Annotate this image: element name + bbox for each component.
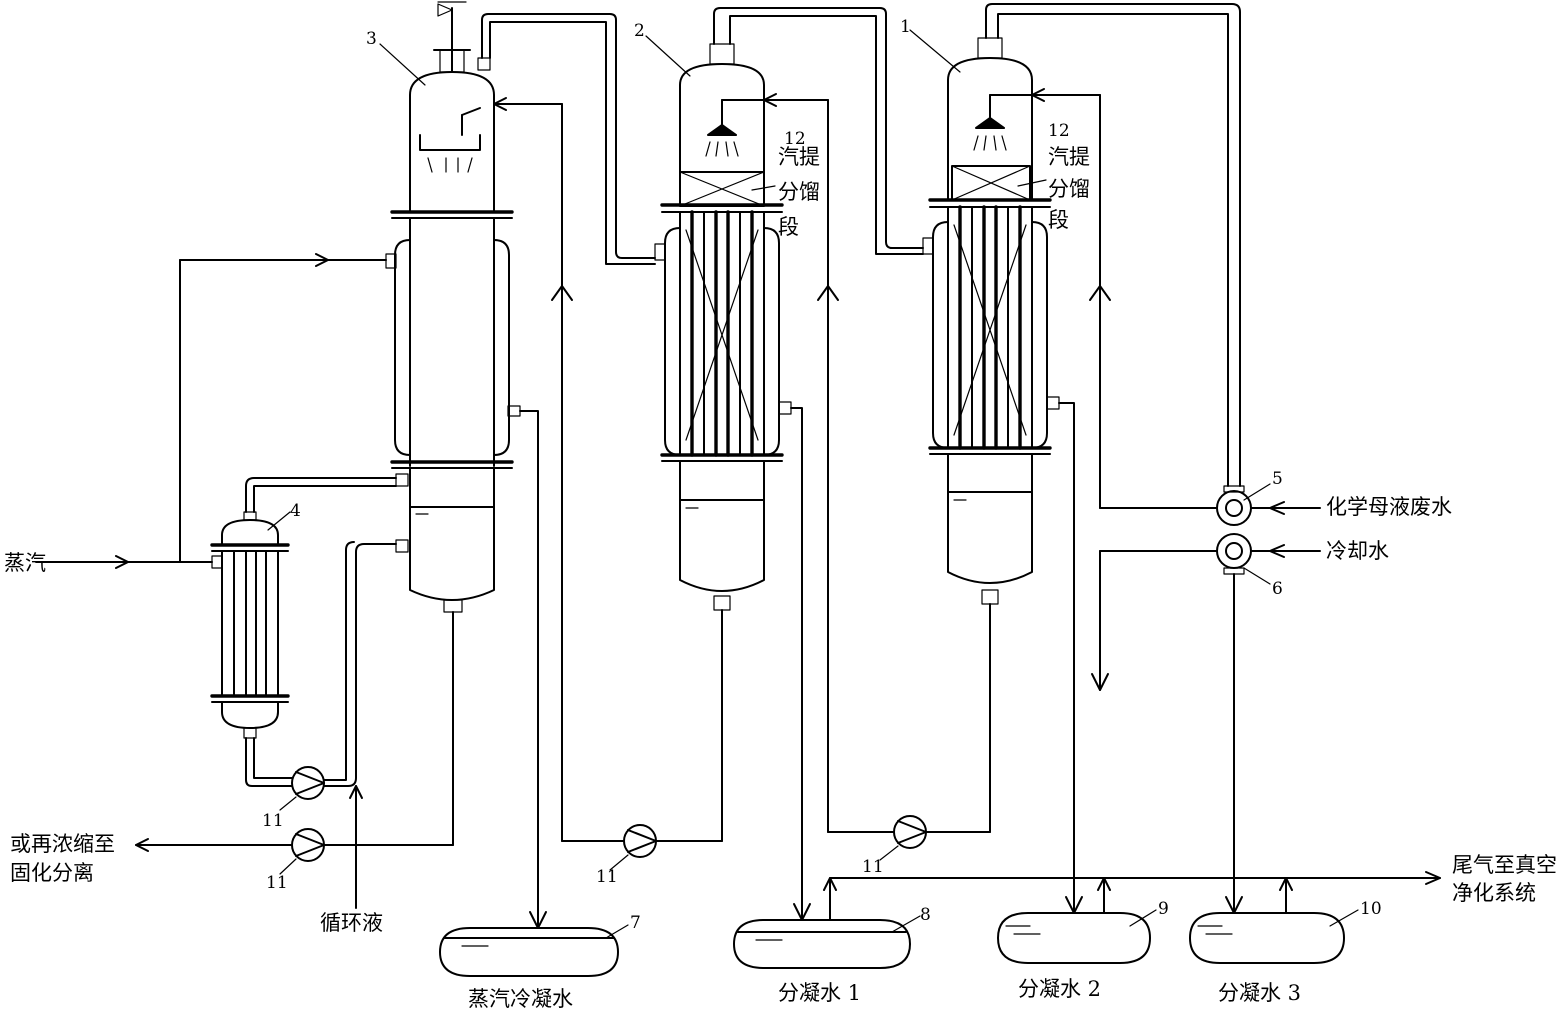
text-labels: 蒸汽 或再浓缩至 固化分离 循环液 蒸汽冷凝水 分凝水 1 分凝水 2 分凝水 … (4, 17, 1557, 1011)
condenser-5 (1216, 485, 1252, 526)
label-condensate-3: 分凝水 3 (1218, 981, 1301, 1005)
label-steam-condensate: 蒸汽冷凝水 (468, 987, 573, 1011)
evaporator-2 (654, 43, 792, 611)
number-4: 4 (290, 501, 301, 521)
evaporator-3 (385, 1, 521, 613)
label-tail-gas-line1: 尾气至真空 (1452, 853, 1557, 877)
number-2: 2 (634, 21, 645, 41)
number-10: 10 (1360, 899, 1382, 919)
label-stripping-col1-line3: 段 (1048, 208, 1069, 232)
number-1: 1 (900, 17, 911, 37)
label-stripping-col2-line1: 汽提 (778, 145, 820, 169)
label-circulating-liquid: 循环液 (320, 911, 383, 935)
number-11-d: 11 (862, 857, 884, 877)
reboiler-heater-4 (210, 511, 290, 739)
number-12-a: 12 (784, 129, 806, 149)
tank-7 (439, 927, 619, 977)
number-7: 7 (630, 913, 641, 933)
tank-8 (733, 919, 911, 969)
label-stripping-col1-line1: 汽提 (1048, 145, 1090, 169)
tank-9 (997, 912, 1151, 964)
label-chemical-wastewater: 化学母液废水 (1326, 495, 1452, 519)
label-tail-gas-line2: 净化系统 (1452, 881, 1536, 905)
label-condensate-2: 分凝水 2 (1018, 977, 1101, 1001)
pump-11-a (279, 766, 325, 811)
label-reconcentrate-line2: 固化分离 (10, 861, 94, 885)
label-stripping-col1-line2: 分馏 (1048, 177, 1090, 201)
label-cooling-water: 冷却水 (1326, 539, 1389, 563)
number-9: 9 (1158, 899, 1169, 919)
label-steam: 蒸汽 (4, 551, 46, 575)
number-11-c: 11 (596, 867, 618, 887)
number-leaders (267, 29, 1359, 939)
tank-10 (1189, 912, 1345, 964)
number-6: 6 (1272, 579, 1283, 599)
number-11-b: 11 (266, 873, 288, 893)
number-11-a: 11 (262, 811, 284, 831)
number-3: 3 (366, 29, 377, 49)
flow-arrows (115, 88, 1441, 929)
number-5: 5 (1272, 469, 1283, 489)
condenser-6 (1216, 533, 1252, 575)
evaporator-1 (922, 37, 1060, 605)
pump-11-c (609, 824, 657, 871)
label-stripping-col2-line2: 分馏 (778, 180, 820, 204)
label-stripping-col2-line3: 段 (778, 215, 799, 239)
pump-11-d (879, 815, 927, 861)
pipes (35, 3, 1441, 929)
label-condensate-1: 分凝水 1 (778, 981, 861, 1005)
number-12-b: 12 (1048, 121, 1070, 141)
label-reconcentrate-line1: 或再浓缩至 (10, 832, 115, 856)
number-8: 8 (920, 905, 931, 925)
pump-11-b (279, 828, 325, 875)
